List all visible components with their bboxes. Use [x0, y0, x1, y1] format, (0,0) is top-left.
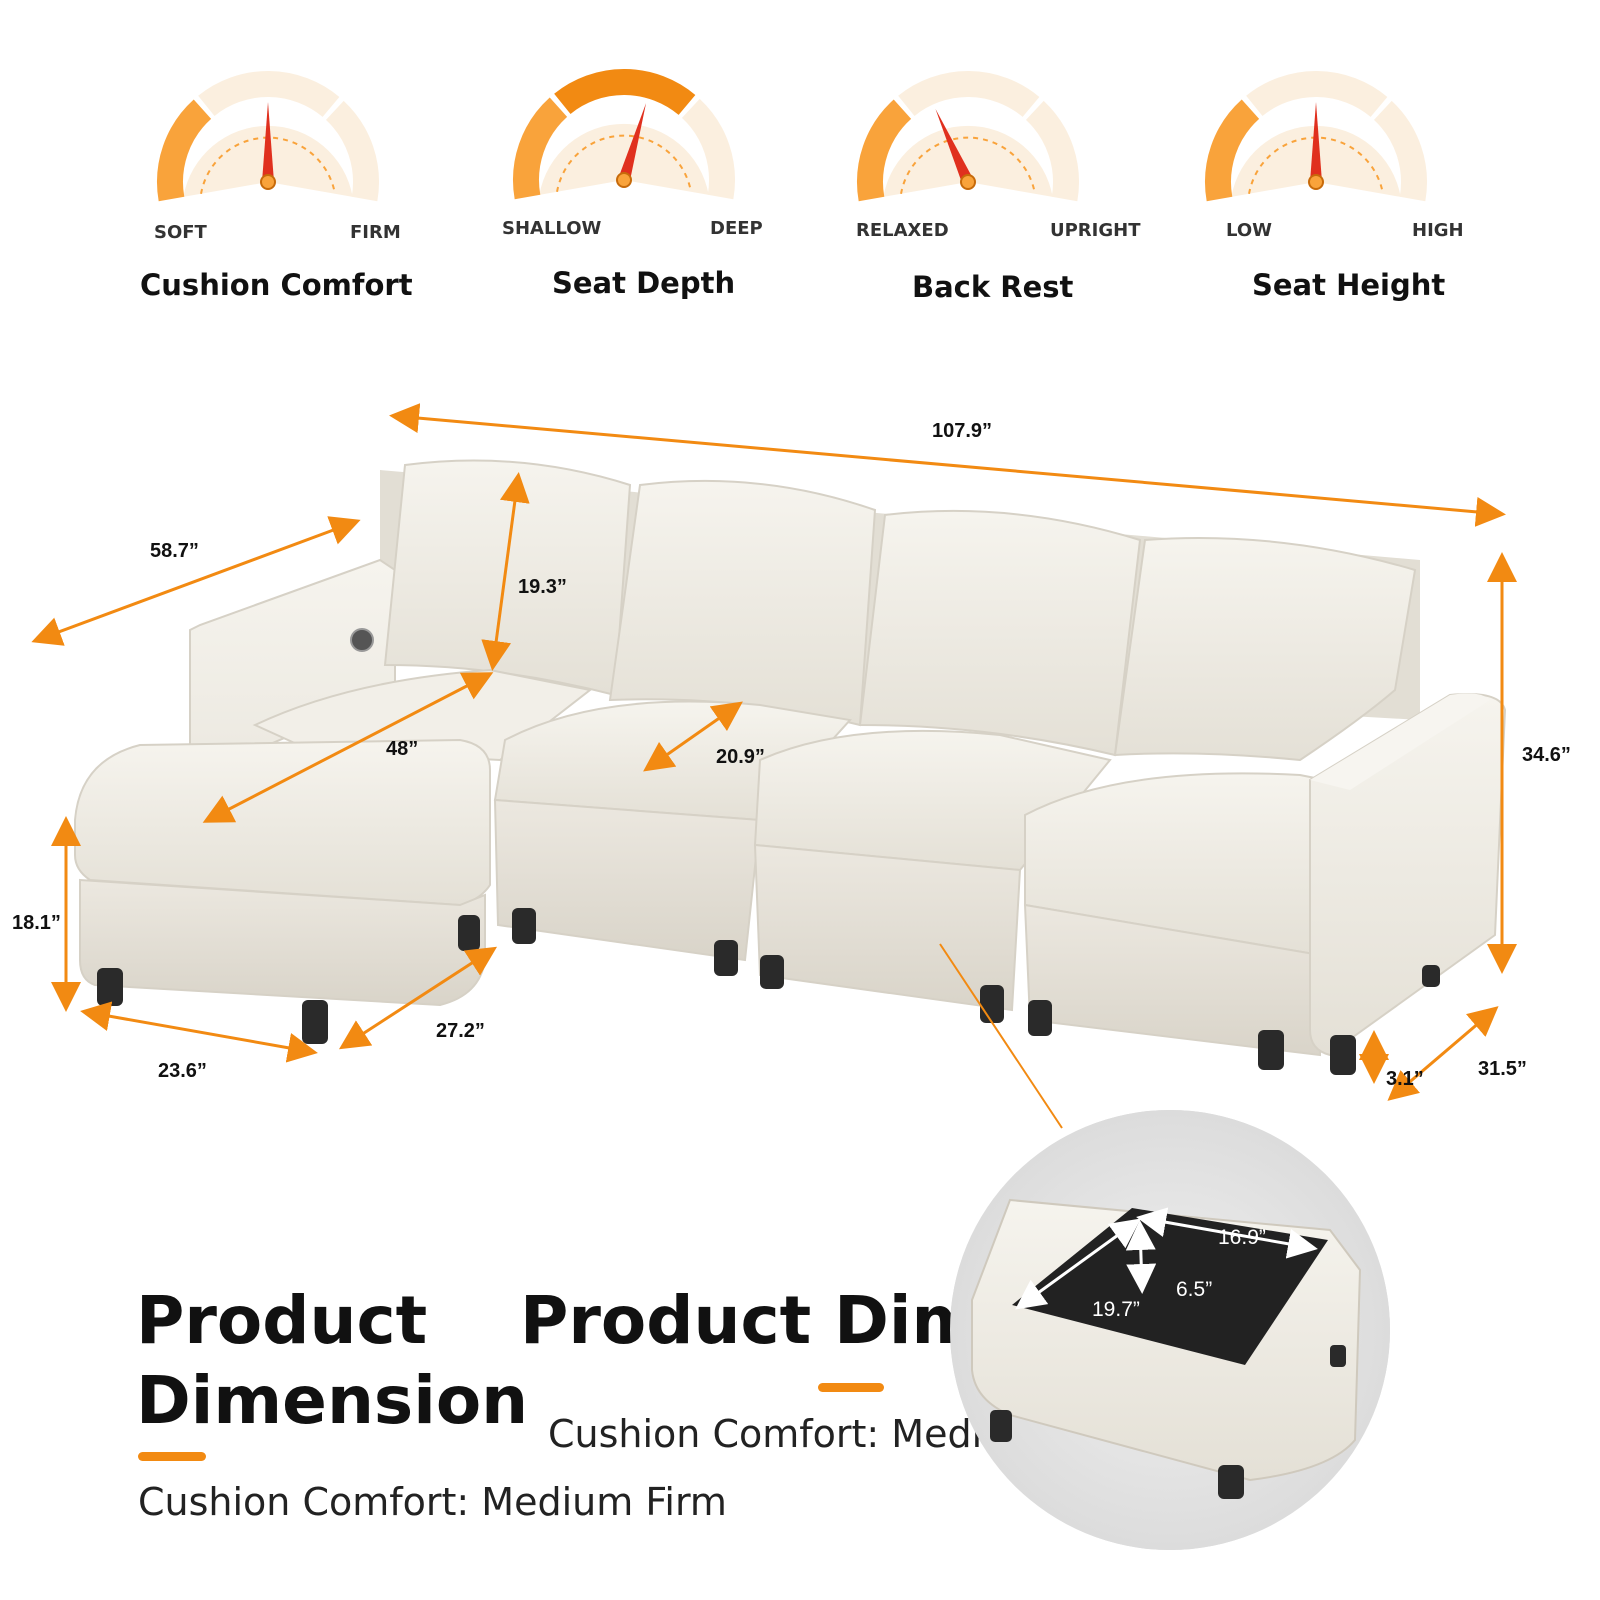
gauge-3-needle: [1310, 102, 1322, 182]
back-cushion-2: [608, 479, 877, 727]
gauge-1-left-label: SHALLOW: [502, 218, 602, 239]
gauge-0-right-label: FIRM: [350, 222, 401, 243]
storage-width-label: 16.9”: [1218, 1226, 1266, 1249]
ottoman-top: [74, 738, 491, 907]
seat-cushion-3: [753, 729, 1112, 872]
gauge-1-right-label: DEEP: [710, 218, 763, 239]
gauge-3-segment-0: [1205, 99, 1260, 202]
seat-cushion-4: [1024, 772, 1327, 957]
seat-base-2: [493, 798, 762, 962]
gauge-2-needle: [935, 108, 974, 185]
back-cushion-3: [858, 509, 1142, 757]
gauge-2-segment-2: [1025, 100, 1079, 202]
dimension-arrows: [31, 403, 1517, 1129]
dim-ottoman-depth: 27.2”: [436, 1020, 485, 1042]
dim-total-height: 34.6”: [1522, 744, 1571, 766]
gauge-1-segment-1: [554, 69, 696, 116]
gauge-1-face: [539, 123, 709, 195]
ghost-subtitle: Cushion Comfort: Medi: [548, 1412, 983, 1456]
gauge-0-segment-1: [198, 71, 340, 118]
comfort-gauges: [157, 69, 1427, 202]
storage-detail-overlay: [950, 1110, 1390, 1550]
gauge-2-right-label: UPRIGHT: [1050, 220, 1141, 241]
gauge-1-segment-0: [513, 97, 568, 200]
gauge-1-segment-2: [681, 98, 735, 200]
gauge-1-scale: [556, 134, 692, 192]
gauge-2-segment-0: [857, 99, 912, 202]
gauge-2-hub: [960, 174, 976, 190]
gauge-0-segment-2: [325, 100, 379, 202]
gauge-2-face: [883, 125, 1053, 197]
title-accent-bar: [138, 1452, 206, 1461]
gauge-3-title: Seat Height: [1252, 268, 1446, 302]
dim-ottoman-height: 18.1”: [12, 912, 61, 934]
gauge-0-segment-0: [157, 99, 212, 202]
dim-depth-left: 58.7”: [150, 540, 199, 562]
dim-back-height: 19.3”: [518, 576, 567, 598]
ghost-accent-bar: [818, 1383, 884, 1392]
gauge-1-needle: [618, 103, 647, 182]
back-cushion-1: [383, 459, 632, 697]
gauge-3-segment-1: [1246, 71, 1388, 118]
gauge-0-needle: [262, 102, 274, 182]
gauge-2-scale: [900, 136, 1036, 194]
page-subtitle: Cushion Comfort: Medium Firm: [138, 1480, 727, 1524]
gauge-2-title: Back Rest: [912, 270, 1074, 304]
ghost-title: Product Dime: [520, 1282, 1026, 1359]
dim-seat-depth: 20.9”: [716, 746, 765, 768]
dim-total-width: 107.9”: [932, 420, 993, 442]
dim-sofa-depth: 31.5”: [1478, 1058, 1527, 1080]
usb-port-icon: [350, 628, 374, 652]
dim-ottoman-width: 23.6”: [158, 1060, 207, 1082]
gauge-0-hub: [260, 174, 276, 190]
gauge-3-hub: [1308, 174, 1324, 190]
dim-leg-height: 3.1”: [1386, 1068, 1424, 1090]
gauge-1-title: Seat Depth: [552, 266, 736, 300]
gauge-3-right-label: HIGH: [1412, 220, 1464, 241]
gauge-0-title: Cushion Comfort: [140, 268, 413, 302]
gauge-2-left-label: RELAXED: [856, 220, 949, 241]
back-cushion-4: [1113, 537, 1417, 762]
gauge-1-hub: [616, 172, 632, 188]
dim-chaise-length: 48”: [386, 738, 419, 760]
gauge-3-left-label: LOW: [1226, 220, 1272, 241]
page-title-line2: Dimension: [136, 1362, 529, 1439]
storage-height-label: 6.5”: [1176, 1278, 1213, 1301]
gauge-2-segment-1: [898, 71, 1040, 118]
gauge-0-left-label: SOFT: [154, 222, 207, 243]
seat-base-3: [753, 843, 1022, 1012]
storage-depth-label: 19.7”: [1092, 1298, 1140, 1321]
gauge-3-segment-2: [1373, 100, 1427, 202]
page-title-line1: Product: [136, 1282, 428, 1359]
seat-base-4: [1023, 903, 1321, 1057]
